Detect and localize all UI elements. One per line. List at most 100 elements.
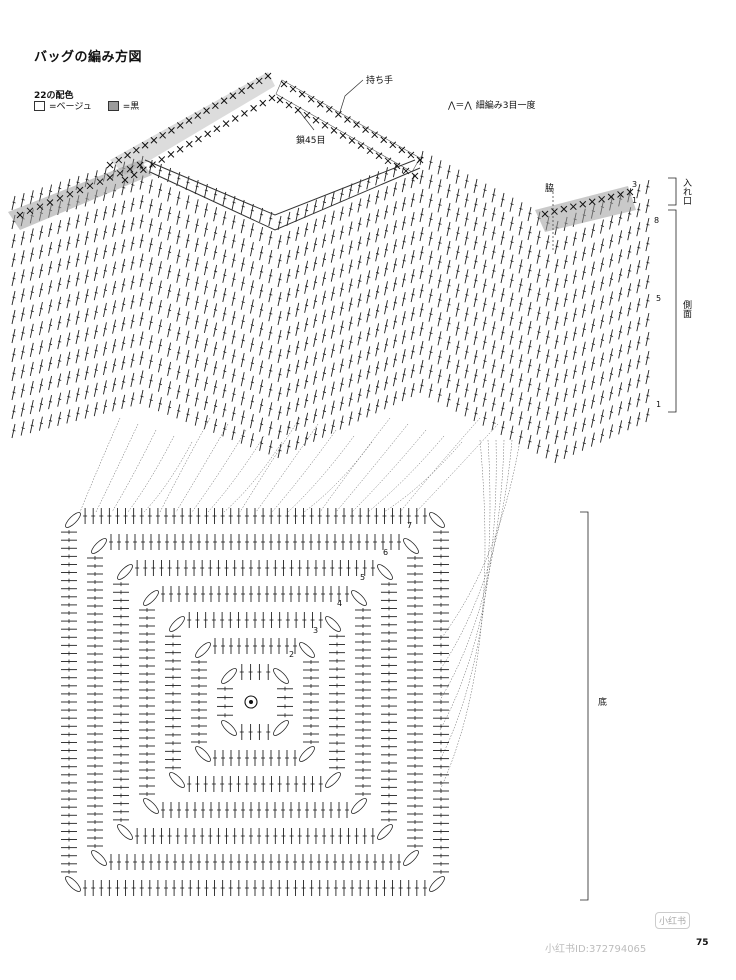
- stitch-mark: [482, 411, 487, 426]
- stitch-mark: [636, 393, 641, 408]
- stitch-mark: [384, 376, 388, 391]
- stitch-mark: [241, 320, 245, 323]
- stitch-mark: [500, 268, 505, 284]
- stitch-mark: [223, 370, 227, 373]
- stitch-mark: [176, 346, 181, 361]
- stitch-mark: [194, 199, 199, 214]
- stitch-mark: [313, 338, 318, 341]
- stitch-mark: [591, 324, 595, 327]
- stitch-mark: [330, 267, 335, 282]
- stitch-mark: [554, 239, 559, 255]
- stitch-mark: [277, 234, 282, 250]
- stitch-mark: [330, 362, 335, 377]
- stitch-mark: [277, 329, 282, 345]
- stitch-mark: [94, 369, 98, 371]
- stitch-mark: [167, 342, 172, 357]
- stitch-mark: [357, 407, 362, 422]
- stitch-mark: [48, 228, 53, 231]
- stitch-mark: [456, 308, 460, 311]
- stitch-mark: [21, 370, 25, 372]
- stitch-mark: [304, 374, 309, 389]
- stitch-mark: [349, 360, 353, 362]
- stitch-mark: [384, 262, 388, 277]
- stitch-mark: [618, 230, 623, 245]
- stitch-mark: [537, 331, 541, 334]
- stitch-mark: [84, 365, 89, 381]
- stitch-mark: [48, 362, 53, 365]
- stitch-mark: [628, 307, 632, 310]
- stitch-mark: [609, 234, 613, 249]
- stitch-mark: [167, 245, 172, 260]
- stitch-mark: [402, 316, 406, 319]
- stitch-mark: [609, 354, 614, 356]
- stitch-mark: [384, 191, 389, 194]
- stitch-mark: [419, 302, 424, 318]
- bottom-round-number: 2: [289, 650, 295, 659]
- stitch-mark: [375, 404, 380, 407]
- stitch-mark: [331, 425, 335, 428]
- stitch-mark: [528, 212, 532, 215]
- stitch-mark: [278, 449, 282, 452]
- stitch-mark: [573, 427, 577, 430]
- stitch-mark: [259, 251, 264, 254]
- stitch-mark: [48, 280, 53, 295]
- stitch-mark: [296, 327, 300, 330]
- stitch-mark: [519, 378, 523, 381]
- stitch-mark: [140, 298, 144, 300]
- stitch-mark: [581, 227, 586, 242]
- stitch-mark: [358, 375, 362, 377]
- stitch-mark: [57, 411, 62, 426]
- join-line: [439, 439, 505, 701]
- stitch-mark: [204, 285, 209, 288]
- stitch-mark: [167, 348, 172, 350]
- stitch-mark: [277, 386, 282, 402]
- stitch-mark: [48, 318, 53, 333]
- stitch-mark: [313, 370, 317, 385]
- stitch-mark: [231, 272, 236, 287]
- stitch-mark: [304, 323, 309, 326]
- stitch-mark: [628, 383, 632, 386]
- stitch-mark: [483, 284, 487, 287]
- stitch-mark: [12, 201, 16, 204]
- stitch-mark: [21, 427, 25, 429]
- stitch-mark: [167, 309, 172, 312]
- stitch-mark: [122, 381, 126, 383]
- stitch-mark: [645, 293, 650, 309]
- stitch-mark: [93, 344, 98, 359]
- opening-bracket: [668, 177, 677, 206]
- chain-line: [144, 159, 416, 216]
- stitch-mark: [213, 303, 218, 318]
- stitch-mark: [339, 415, 344, 430]
- stitch-mark: [48, 241, 53, 257]
- sc-cross: [241, 110, 248, 117]
- stitch-mark: [510, 412, 514, 415]
- stitch-mark: [618, 382, 623, 397]
- stitch-mark: [29, 304, 34, 319]
- stitch-mark: [401, 273, 406, 288]
- stitch-mark: [223, 428, 227, 430]
- stitch-mark: [392, 201, 397, 216]
- stitch-mark: [464, 288, 469, 303]
- stitch-mark: [195, 301, 199, 304]
- stitch-mark: [158, 189, 163, 191]
- stitch-mark: [38, 416, 43, 431]
- stitch-mark: [609, 411, 614, 413]
- stitch-mark: [204, 382, 209, 385]
- stitch-mark: [410, 382, 415, 398]
- stitch-mark: [340, 383, 344, 385]
- stitch-mark: [537, 350, 541, 353]
- stitch-mark: [340, 231, 344, 233]
- stitch-mark: [158, 325, 163, 327]
- stitch-mark: [375, 266, 380, 281]
- stitch-mark: [437, 312, 442, 327]
- stitch-mark: [313, 357, 318, 360]
- stitch-mark: [139, 194, 144, 210]
- stitch-mark: [367, 218, 371, 221]
- stitch-mark: [600, 244, 605, 246]
- stitch-mark: [194, 372, 199, 388]
- stitch-mark: [295, 321, 300, 336]
- stitch-mark: [278, 259, 282, 262]
- stitch-mark: [600, 219, 604, 234]
- stitch-mark: [321, 347, 326, 362]
- stitch-mark: [393, 377, 398, 380]
